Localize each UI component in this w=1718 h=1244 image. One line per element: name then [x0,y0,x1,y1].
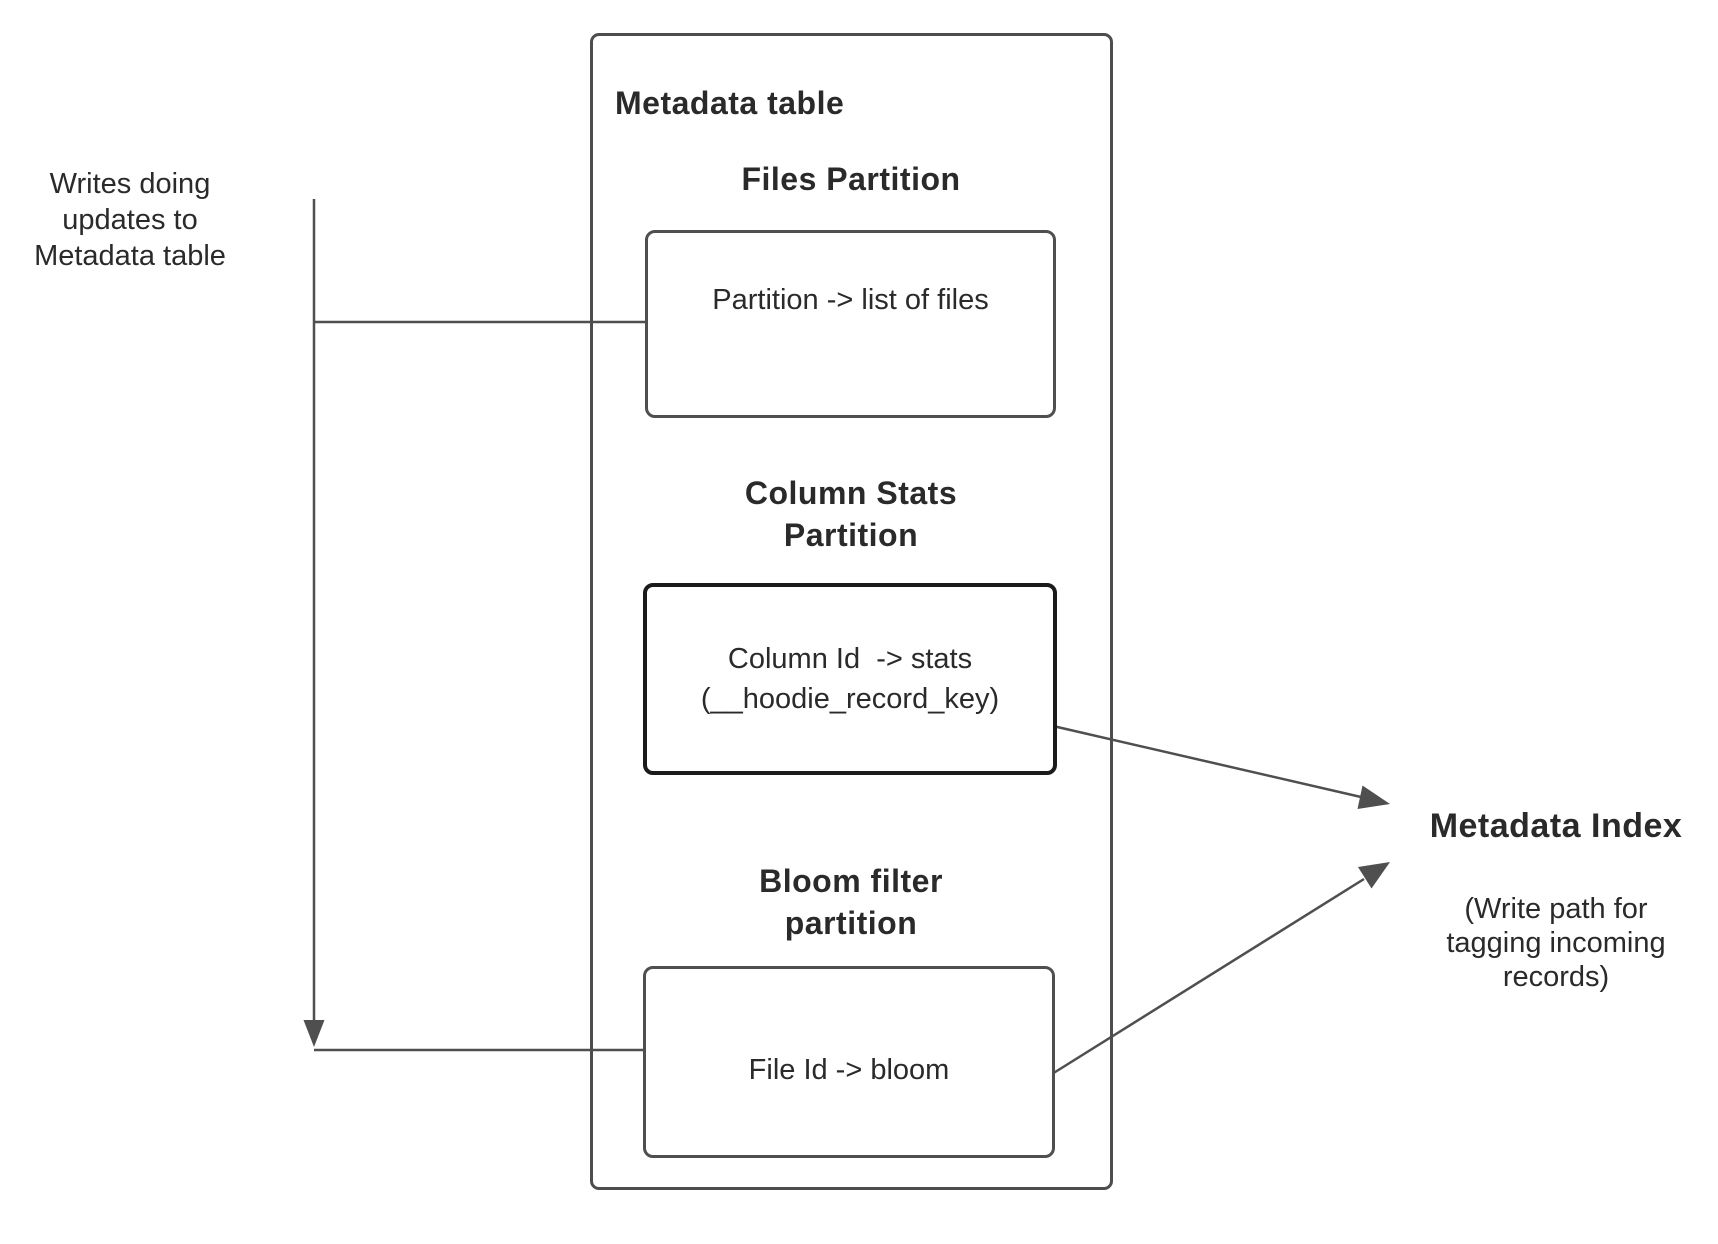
files-partition-text: Partition -> list of files [712,284,989,316]
stats-to-index-arrow-line [1052,724,1362,799]
down-arrowhead-icon [303,1020,325,1047]
column-stats-heading: Column Stats Partition [744,475,958,553]
metadata-table-box [590,33,1113,1190]
metadata-index-caption: (Write path for tagging incoming records… [1446,893,1666,993]
metadata-table-title: Metadata table [615,85,845,121]
column-stats-text: Column Id -> stats (__hoodie_record_key) [700,643,1000,715]
bloom-filter-text: File Id -> bloom [748,1054,950,1086]
bloom-to-index-arrow-line [1051,877,1365,1076]
files-partition-box: Partition -> list of files [645,230,1056,418]
bloom-filter-heading: Bloom filter partition [759,863,943,941]
column-stats-box: Column Id -> stats (__hoodie_record_key) [643,583,1057,775]
bloom-filter-box: File Id -> bloom [643,966,1055,1158]
writes-updates-note: Writes doing updates to Metadata table [34,168,226,272]
stats-to-index-arrowhead-icon [1357,785,1390,809]
files-partition-heading: Files Partition [741,161,961,197]
metadata-index-title: Metadata Index [1429,807,1683,845]
bloom-to-index-arrowhead-icon [1358,862,1390,889]
